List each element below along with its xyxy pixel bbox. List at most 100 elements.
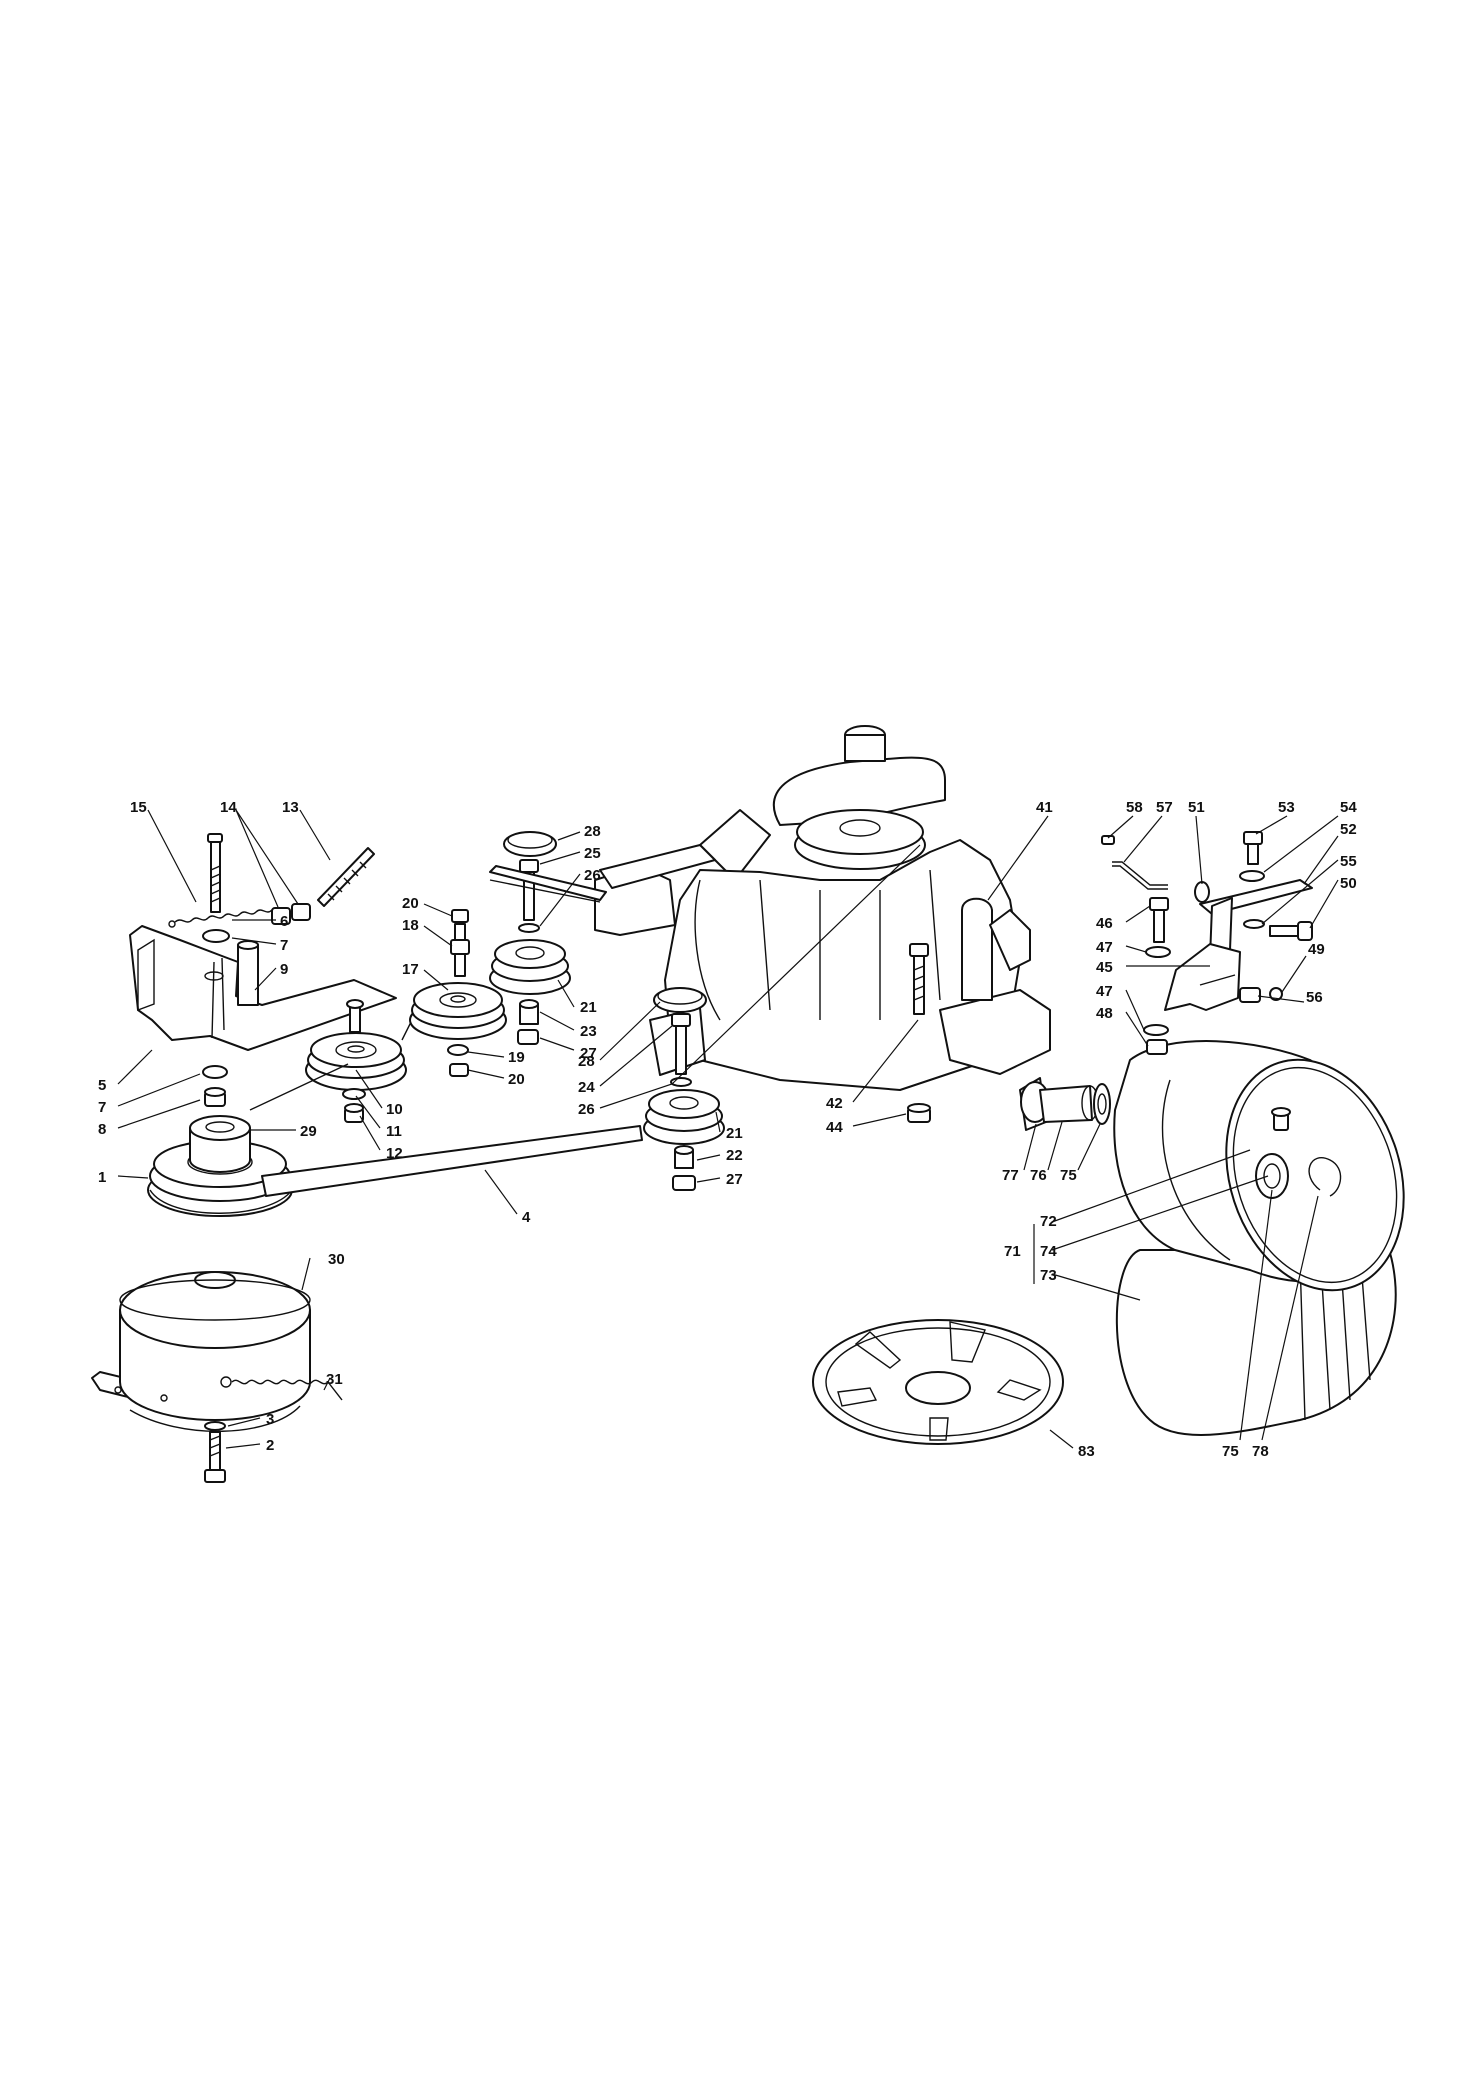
idler-pulley-10 <box>305 1032 407 1091</box>
callout-75-lower: 75 <box>1222 1443 1239 1460</box>
callout-28: 28 <box>584 823 601 840</box>
callout-20: 20 <box>508 1071 525 1088</box>
nut-8 <box>204 1087 226 1107</box>
callout-8: 8 <box>98 1121 106 1138</box>
callout-74: 74 <box>1040 1243 1057 1260</box>
callout-52: 52 <box>1340 821 1357 838</box>
callout-58: 58 <box>1126 799 1143 816</box>
callout-48: 48 <box>1096 1005 1113 1022</box>
axle-shaft-76 <box>1039 1085 1099 1123</box>
valve-stem <box>1271 1107 1291 1131</box>
callout-83: 83 <box>1078 1443 1095 1460</box>
callout-26-lower: 26 <box>578 1101 595 1118</box>
callout-55: 55 <box>1340 853 1357 870</box>
bracket-pin <box>346 999 364 1033</box>
callout-2: 2 <box>266 1437 274 1454</box>
stud-20 <box>451 909 469 923</box>
pulley-17 <box>409 982 507 1040</box>
nut-48 <box>1146 1039 1168 1055</box>
wheel-hub-74 <box>1255 1153 1289 1199</box>
spacer-18 <box>450 923 470 977</box>
nut-56 <box>1239 987 1261 1003</box>
callout-13: 13 <box>282 799 299 816</box>
bolt-42 <box>909 943 929 1015</box>
callout-14: 14 <box>220 799 237 816</box>
washer-47-bottom <box>1143 1024 1169 1036</box>
washer-19 <box>447 1044 469 1056</box>
callout-46: 46 <box>1096 915 1113 932</box>
callout-23: 23 <box>580 1023 597 1040</box>
callout-29: 29 <box>300 1123 317 1140</box>
pivot-51 <box>1194 881 1210 903</box>
bolt-6 <box>207 833 223 913</box>
callout-7: 7 <box>98 1099 106 1116</box>
callout-47-lower: 47 <box>1096 983 1113 1000</box>
washer-7-bottom <box>202 1065 228 1079</box>
nut-27 <box>517 1029 539 1045</box>
callout-18: 18 <box>402 917 419 934</box>
callout-76: 76 <box>1030 1167 1047 1184</box>
bolt-24 <box>671 1013 691 1075</box>
washer-11 <box>342 1088 366 1100</box>
washer-3 <box>204 1421 226 1431</box>
callout-41: 41 <box>1036 799 1053 816</box>
washer-7-top <box>202 929 230 943</box>
circlip-78 <box>1308 1157 1342 1197</box>
callout-17: 17 <box>402 961 419 978</box>
pulley-cover-28 <box>503 831 557 857</box>
callout-56: 56 <box>1306 989 1323 1006</box>
callout-22: 22 <box>726 1147 743 1164</box>
callout-3: 3 <box>266 1411 274 1428</box>
callout-75: 75 <box>1060 1167 1077 1184</box>
callout-77: 77 <box>1002 1167 1019 1184</box>
callout-30: 30 <box>328 1251 345 1268</box>
rod-57 <box>1112 861 1168 890</box>
nut-12 <box>344 1103 364 1123</box>
callout-27: 27 <box>580 1045 597 1062</box>
callout-44: 44 <box>826 1119 843 1136</box>
callout-51: 51 <box>1188 799 1205 816</box>
transmission-housing-41 <box>489 725 1051 1091</box>
leader-lines <box>117 809 1339 1449</box>
callout-20: 20 <box>402 895 419 912</box>
spacer-22 <box>674 1145 694 1169</box>
screw-49 <box>1269 987 1283 1001</box>
callout-71: 71 <box>1004 1243 1021 1260</box>
tension-spring-15 <box>168 909 273 928</box>
callout-78: 78 <box>1252 1443 1269 1460</box>
callout-6: 6 <box>280 913 288 930</box>
callout-21-lower: 21 <box>726 1125 743 1142</box>
callout-73: 73 <box>1040 1267 1057 1284</box>
bolt-46 <box>1149 897 1169 943</box>
drive-belt-4 <box>149 1019 643 1214</box>
callout-27-lower: 27 <box>726 1171 743 1188</box>
washer-26 <box>518 923 540 933</box>
spacer-23 <box>519 999 539 1025</box>
pulley-cover-28-lower <box>653 987 707 1013</box>
washer-55 <box>1243 919 1265 929</box>
bolt-53 <box>1243 831 1263 865</box>
callout-24: 24 <box>578 1079 595 1096</box>
pulley-21-lower <box>643 1089 725 1145</box>
washer-54 <box>1239 870 1265 882</box>
callout-53: 53 <box>1278 799 1295 816</box>
nuts-14 <box>271 903 311 925</box>
callout-28-lower: 28 <box>578 1053 595 1070</box>
callout-26: 26 <box>584 867 601 884</box>
callout-21: 21 <box>580 999 597 1016</box>
nut-27-lower <box>672 1175 696 1191</box>
wheel-rim-72 <box>1113 1040 1405 1292</box>
callout-7: 7 <box>280 937 288 954</box>
clutch-spring-31 <box>220 1376 343 1401</box>
threaded-rod-13 <box>317 847 375 907</box>
pulley-21 <box>489 939 571 995</box>
callout-9: 9 <box>280 961 288 978</box>
bracket-45 <box>1164 897 1241 1011</box>
callout-11: 11 <box>386 1123 402 1140</box>
bolt-2 <box>204 1431 226 1483</box>
washer-47-top <box>1145 946 1171 958</box>
electric-clutch-30 <box>91 1271 311 1432</box>
callout-45: 45 <box>1096 959 1113 976</box>
bolt-25 <box>519 859 539 921</box>
callout-72: 72 <box>1040 1213 1057 1230</box>
